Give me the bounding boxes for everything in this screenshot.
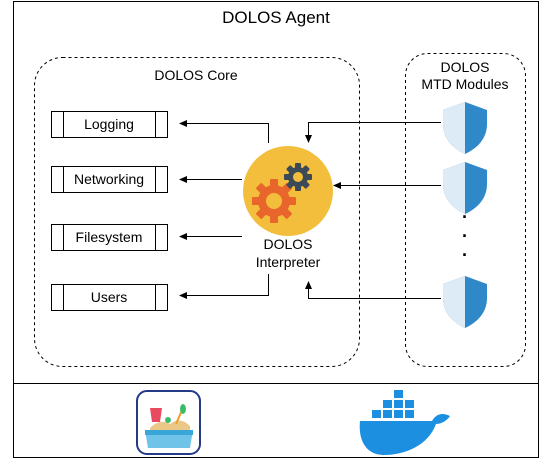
arrow-from-shield-3 — [305, 281, 441, 299]
arrow-to-users — [179, 274, 269, 299]
mtd-ellipsis-dot: · — [462, 245, 468, 265]
sandbox-icon — [136, 390, 201, 455]
module-label-users: Users — [90, 289, 128, 305]
module-label-networking: Networking — [73, 171, 145, 187]
module-box-networking — [51, 166, 168, 193]
shield-icon — [443, 162, 487, 214]
mtd-container — [405, 53, 526, 367]
shield-icon — [443, 102, 487, 154]
core-container — [34, 57, 360, 367]
module-label-filesystem: Filesystem — [75, 229, 143, 245]
module-box-filesystem — [51, 224, 168, 251]
arrow-to-logging — [179, 120, 269, 143]
module-label-logging: Logging — [84, 116, 134, 132]
gears-icon — [243, 146, 333, 236]
arrow-from-shield-1 — [305, 122, 441, 143]
mtd-ellipsis-dot: · — [462, 226, 468, 246]
agent-title: DOLOS Agent — [222, 8, 330, 27]
interpreter-label-line1: DOLOS — [263, 236, 313, 252]
shield-icon — [443, 276, 487, 328]
mtd-title-line2: MTD Modules — [421, 76, 509, 92]
core-title: DOLOS Core — [154, 67, 238, 83]
module-box-users — [51, 284, 168, 311]
module-box-logging — [51, 111, 168, 138]
mtd-title-line1: DOLOS — [440, 59, 490, 75]
interpreter-label-line2: Interpreter — [255, 254, 321, 270]
docker-whale-icon — [359, 390, 450, 455]
mtd-ellipsis-dot: · — [462, 207, 468, 227]
